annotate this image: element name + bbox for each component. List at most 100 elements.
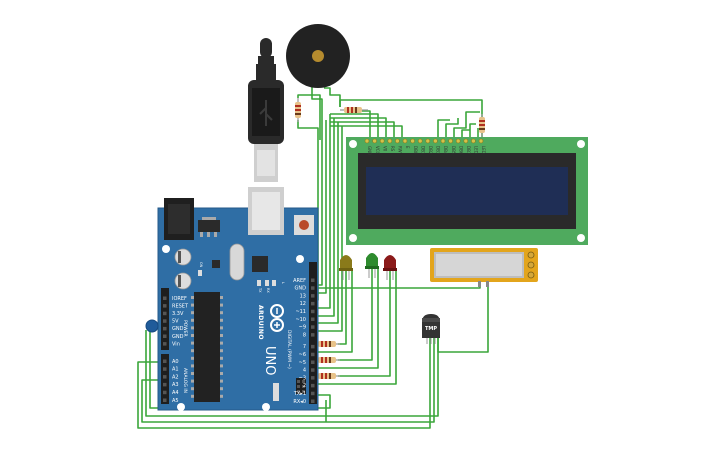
lcd-pin[interactable] bbox=[463, 138, 469, 144]
wire bbox=[362, 110, 371, 138]
header-pin[interactable] bbox=[163, 319, 167, 323]
digital-pin-label: ~9 bbox=[299, 325, 306, 331]
header-pin[interactable] bbox=[163, 398, 167, 403]
wire bbox=[330, 117, 387, 138]
l-led-label: L bbox=[281, 282, 285, 284]
temperature-sensor[interactable]: TMP bbox=[422, 314, 440, 344]
header-pin[interactable] bbox=[311, 301, 315, 306]
lcd-pin[interactable] bbox=[387, 138, 393, 144]
lcd-pin[interactable] bbox=[372, 138, 377, 144]
led-yellow[interactable] bbox=[339, 255, 353, 280]
resistor-lcd-backlight[interactable] bbox=[479, 114, 485, 138]
digital-pin-label: 7 bbox=[303, 344, 306, 350]
digital-pin-label: ~3 bbox=[299, 375, 306, 381]
lcd-pin-label: LED bbox=[474, 146, 479, 154]
header-pin[interactable] bbox=[311, 317, 315, 322]
wire bbox=[339, 99, 483, 118]
wire bbox=[437, 119, 450, 138]
wire bbox=[330, 113, 379, 138]
analog-pin-label: A0 bbox=[172, 359, 179, 365]
header-pin[interactable] bbox=[163, 326, 167, 331]
header-pin[interactable] bbox=[163, 311, 167, 316]
wire bbox=[330, 125, 403, 138]
lcd-pin-label: RW bbox=[398, 146, 403, 153]
header-pin[interactable] bbox=[311, 399, 315, 404]
wire bbox=[469, 123, 476, 138]
header-pin[interactable] bbox=[311, 383, 315, 388]
header-pin[interactable] bbox=[163, 367, 167, 371]
header-pin[interactable] bbox=[311, 391, 315, 396]
header-pin[interactable] bbox=[311, 325, 315, 329]
lcd-pin[interactable] bbox=[448, 138, 453, 144]
header-pin[interactable] bbox=[163, 304, 167, 308]
lcd-pin[interactable] bbox=[471, 138, 476, 144]
power-pin-label: 3.3V bbox=[172, 311, 184, 317]
digital-pin-label: 4 bbox=[303, 368, 306, 374]
on-led-label: ON bbox=[199, 262, 203, 268]
lcd-pin-label: DB4 bbox=[443, 146, 448, 155]
lcd-pin[interactable] bbox=[417, 138, 423, 144]
header-pin[interactable] bbox=[311, 286, 315, 290]
resistor-lcd-top[interactable] bbox=[340, 107, 368, 113]
header-pin[interactable] bbox=[311, 352, 315, 357]
lcd-pin[interactable] bbox=[402, 138, 408, 144]
lcd-pin[interactable] bbox=[379, 138, 385, 144]
wire bbox=[141, 338, 435, 423]
wire bbox=[338, 270, 347, 345]
arduino-logo-icon bbox=[270, 304, 284, 332]
header-pin[interactable] bbox=[163, 390, 167, 395]
potentiometer[interactable] bbox=[430, 248, 538, 287]
resistor-buzzer[interactable] bbox=[295, 98, 301, 122]
header-pin[interactable] bbox=[163, 382, 167, 387]
header-pin[interactable] bbox=[311, 360, 315, 365]
lcd-pin-label: DB0 bbox=[413, 146, 418, 155]
microcontroller-chip bbox=[194, 292, 220, 402]
lcd-pin-label: DB5 bbox=[451, 146, 456, 155]
resistor-led-3[interactable] bbox=[314, 373, 340, 379]
lcd-pin[interactable] bbox=[364, 138, 370, 144]
header-pin[interactable] bbox=[163, 334, 167, 339]
lcd-pin[interactable] bbox=[425, 138, 431, 144]
lcd-screen bbox=[366, 167, 568, 215]
header-pin[interactable] bbox=[311, 344, 315, 349]
piezo-buzzer[interactable] bbox=[286, 24, 350, 88]
wire bbox=[314, 283, 481, 289]
wire bbox=[437, 283, 489, 353]
header-pin[interactable] bbox=[311, 294, 315, 298]
lcd-pin[interactable] bbox=[433, 138, 438, 144]
lcd-pin[interactable] bbox=[440, 138, 446, 144]
header-pin[interactable] bbox=[311, 333, 315, 337]
analog-pin-label: A5 bbox=[172, 398, 179, 404]
wire bbox=[445, 118, 459, 138]
power-pin-label: 5V bbox=[172, 319, 179, 325]
lcd-pin[interactable] bbox=[478, 138, 484, 144]
header-pin[interactable] bbox=[311, 376, 315, 380]
led-red[interactable] bbox=[383, 255, 397, 280]
header-pin[interactable] bbox=[311, 278, 315, 283]
lcd-pin[interactable] bbox=[455, 138, 461, 144]
wire bbox=[318, 270, 353, 353]
header-pin[interactable] bbox=[163, 375, 167, 379]
led-green[interactable] bbox=[365, 253, 379, 278]
header-pin[interactable] bbox=[163, 342, 167, 346]
rx-led-label: RX bbox=[266, 288, 270, 293]
lcd-pin[interactable] bbox=[410, 138, 415, 144]
wire bbox=[338, 268, 373, 361]
power-pin-label: IOREF bbox=[172, 296, 187, 302]
analog-section-label: ANALOG IN bbox=[182, 368, 188, 393]
lcd-pin-label: DB7 bbox=[466, 146, 471, 155]
analog-pin-label: A3 bbox=[172, 382, 179, 388]
header-pin[interactable] bbox=[311, 309, 315, 314]
arduino-uno-board[interactable]: ARDUINO UNO DIGITAL (PWM ~) POWER ANALOG… bbox=[145, 187, 319, 411]
lcd-pin-label: GND bbox=[367, 146, 372, 155]
header-pin[interactable] bbox=[163, 359, 167, 364]
header-pin[interactable] bbox=[311, 368, 315, 372]
brand-label: ARDUINO bbox=[257, 305, 264, 340]
lcd-pin-label: DB1 bbox=[420, 146, 425, 155]
lcd-pin[interactable] bbox=[395, 138, 400, 144]
header-pin[interactable] bbox=[163, 296, 167, 301]
